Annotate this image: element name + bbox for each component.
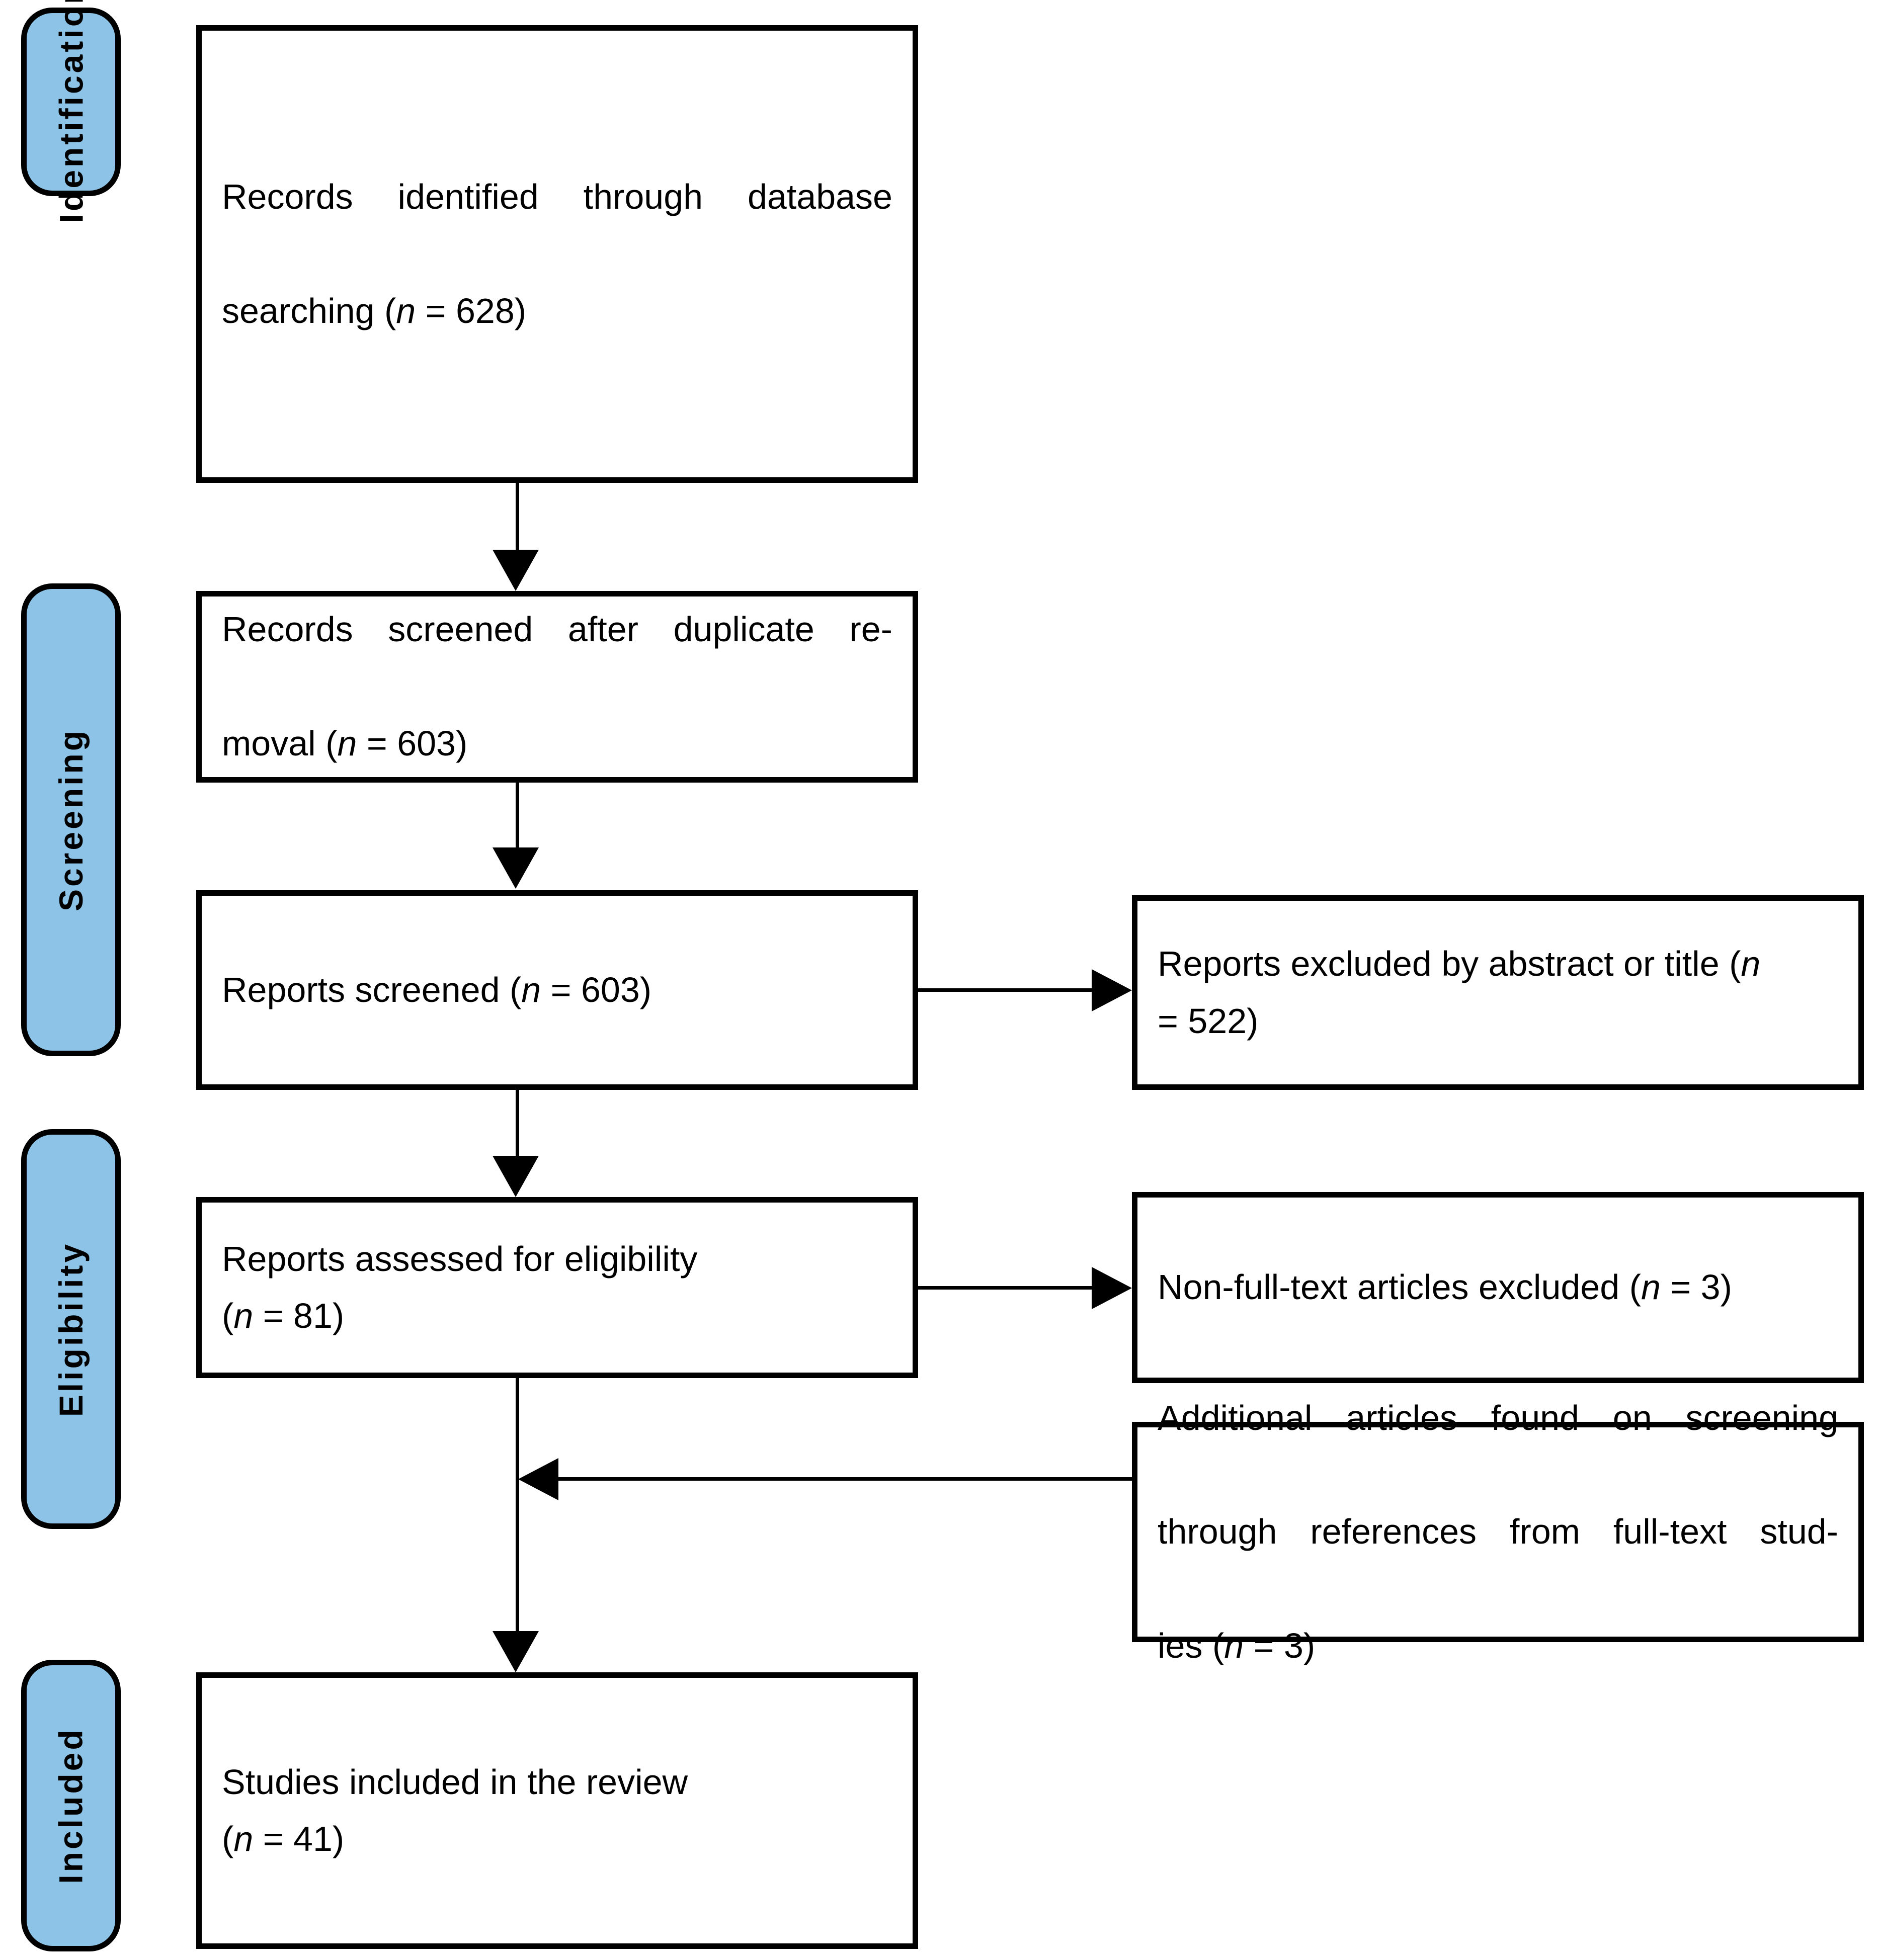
stage-label-screening: Screening	[52, 728, 90, 912]
box-additional-articles-line2: through references from full-text stud-	[1158, 1512, 1838, 1552]
box-records-identified-line1: Records identified through database	[222, 177, 892, 216]
connector-arrowhead-reports-screened-to-excluded	[1092, 969, 1132, 1011]
box-records-screened-after-duplicates: Records screened after duplicate re- mov…	[196, 591, 918, 783]
connector-line-reports-screened-to-assessed	[516, 1090, 519, 1156]
n-symbol-icon: n	[1741, 944, 1761, 984]
box-additional-articles: Additional articles found on screening t…	[1132, 1398, 1864, 1665]
box-reports-assessed-line2: (n = 81)	[222, 1296, 345, 1335]
connector-arrowhead-identified-to-screened	[493, 550, 539, 591]
connector-line-assessed-to-included	[516, 1378, 519, 1631]
box-records-screened-after-duplicates-text: Records screened after duplicate re- mov…	[202, 601, 913, 772]
n-symbol-icon: n	[233, 1296, 254, 1335]
box-non-full-text-excluded: Non-full-text articles excluded (n = 3)	[1132, 1192, 1864, 1383]
box-non-full-text-excluded-text: Non-full-text articles excluded (n = 3)	[1137, 1259, 1858, 1316]
box-reports-assessed: Reports assessed for eligibility (n = 81…	[196, 1197, 918, 1378]
n-symbol-icon: n	[396, 291, 416, 330]
box-studies-included: Studies included in the review (n = 41)	[196, 1672, 918, 1949]
box-reports-screened-line1: Reports screened (n = 603)	[222, 970, 652, 1009]
stage-pill-included: Included	[21, 1660, 121, 1951]
box-reports-assessed-text: Reports assessed for eligibility (n = 81…	[202, 1231, 913, 1345]
connector-arrowhead-reports-screened-to-assessed	[493, 1156, 539, 1197]
n-symbol-icon: n	[1641, 1267, 1661, 1307]
stage-pill-eligibility: Eligibility	[21, 1129, 121, 1529]
box-reports-excluded: Reports excluded by abstract or title (n…	[1132, 895, 1864, 1090]
connector-arrowhead-additional-to-spine	[518, 1458, 558, 1500]
stage-pill-identification: Identification	[21, 0, 121, 223]
box-reports-screened: Reports screened (n = 603)	[196, 890, 918, 1090]
connector-arrowhead-assessed-to-non-full-text	[1092, 1267, 1132, 1309]
box-reports-excluded-line1: Reports excluded by abstract or title (n	[1158, 944, 1761, 984]
box-additional-articles-text: Additional articles found on screening t…	[1137, 1390, 1858, 1675]
box-reports-excluded-text: Reports excluded by abstract or title (n…	[1137, 935, 1858, 1050]
connector-line-assessed-to-non-full-text	[918, 1286, 1092, 1290]
box-studies-included-text: Studies included in the review (n = 41)	[202, 1754, 913, 1868]
connector-line-additional-to-spine	[558, 1477, 1132, 1481]
n-symbol-icon: n	[233, 1819, 254, 1858]
box-studies-included-line1: Studies included in the review	[222, 1762, 688, 1802]
box-records-identified-text: Records identified through database sear…	[202, 168, 913, 339]
box-non-full-text-excluded-line1: Non-full-text articles excluded (n = 3)	[1158, 1267, 1732, 1307]
stage-label-eligibility: Eligibility	[52, 1241, 90, 1417]
box-studies-included-line2: (n = 41)	[222, 1819, 345, 1858]
stage-label-included: Included	[52, 1727, 90, 1884]
box-reports-excluded-line2: = 522)	[1158, 1001, 1259, 1041]
n-symbol-icon: n	[521, 970, 541, 1009]
box-records-identified-line2: searching (n = 628)	[222, 291, 527, 330]
connector-arrowhead-screened-to-reports-screened	[493, 847, 539, 889]
box-additional-articles-line3: ies (n = 3)	[1158, 1626, 1316, 1666]
box-records-screened-line2: moval (n = 603)	[222, 724, 468, 763]
n-symbol-icon: n	[1224, 1626, 1244, 1666]
box-records-identified: Records identified through database sear…	[196, 25, 918, 483]
connector-line-screened-to-reports-screened	[516, 783, 519, 847]
connector-arrowhead-assessed-to-included	[493, 1631, 539, 1672]
stage-label-identification: Identification	[52, 0, 90, 223]
box-records-screened-line1: Records screened after duplicate re-	[222, 610, 892, 649]
connector-line-identified-to-screened	[516, 483, 519, 550]
n-symbol-icon: n	[337, 724, 357, 763]
box-reports-screened-text: Reports screened (n = 603)	[202, 962, 913, 1018]
stage-pill-screening: Screening	[21, 583, 121, 1056]
connector-line-reports-screened-to-excluded	[918, 988, 1092, 992]
box-additional-articles-line1: Additional articles found on screening	[1158, 1398, 1838, 1437]
box-reports-assessed-line1: Reports assessed for eligibility	[222, 1239, 698, 1279]
